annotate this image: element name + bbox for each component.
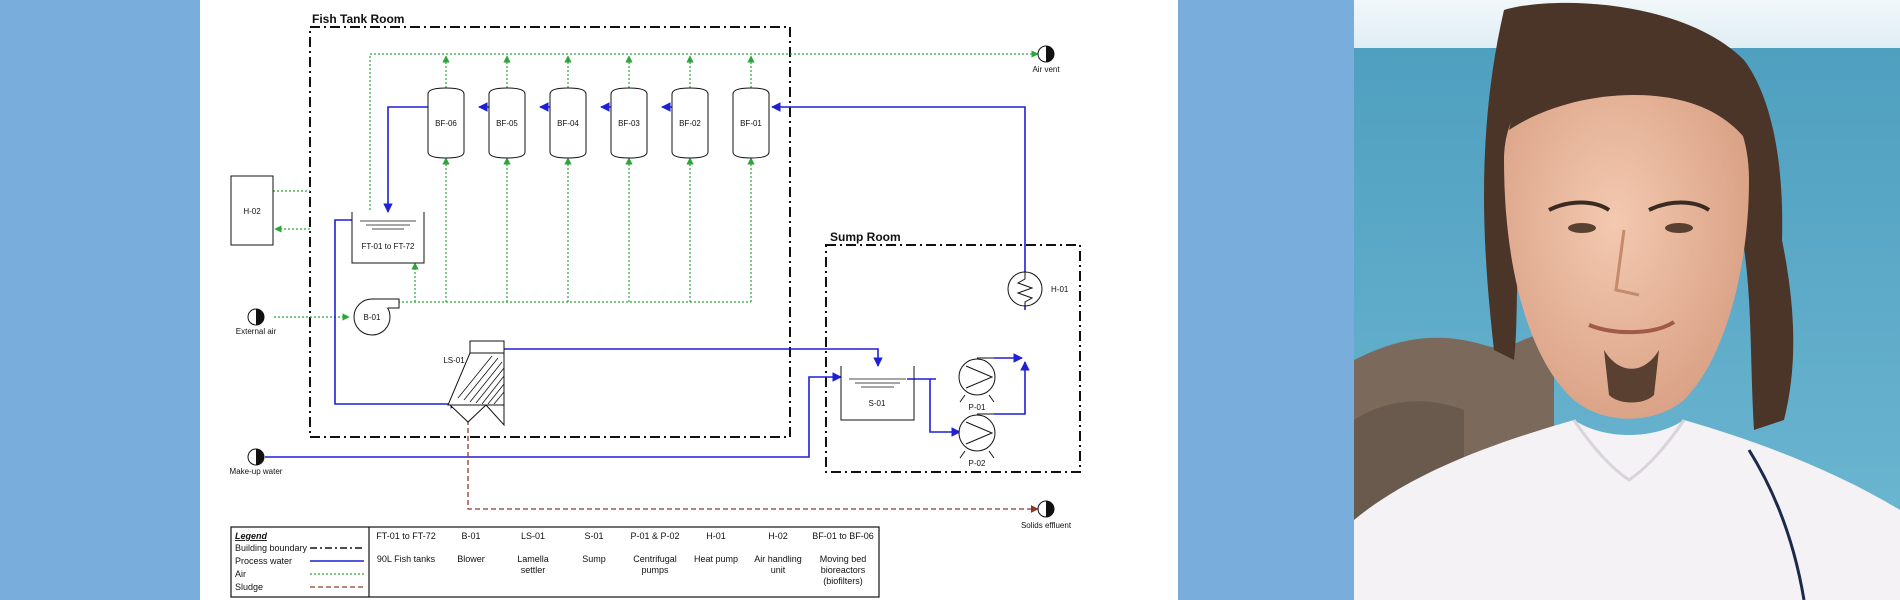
svg-text:H-01: H-01 — [1051, 285, 1069, 294]
svg-text:BF-03: BF-03 — [618, 119, 640, 128]
svg-text:(biofilters): (biofilters) — [823, 576, 863, 586]
legend-column: P-01 & P-02 Centrifugal pumps — [630, 531, 679, 575]
legend-line-label: Building boundary — [235, 543, 308, 553]
pump-p02: P-02 — [958, 413, 996, 468]
svg-text:Blower: Blower — [457, 554, 485, 564]
svg-text:Lamella: Lamella — [517, 554, 549, 564]
svg-text:pumps: pumps — [641, 565, 669, 575]
svg-text:P-01: P-01 — [969, 403, 986, 412]
svg-text:External air: External air — [236, 327, 277, 336]
biofilter-bf03: BF-03 — [610, 87, 648, 159]
legend-title: Legend — [235, 531, 268, 541]
fish-tank-room-boundary — [309, 26, 791, 438]
blower-b01: B-01 — [353, 298, 400, 336]
svg-text:BF-02: BF-02 — [679, 119, 701, 128]
svg-text:BF-01: BF-01 — [740, 119, 762, 128]
svg-text:Air handling: Air handling — [754, 554, 802, 564]
air-vent-endpoint: Air vent — [1032, 45, 1060, 74]
legend-line-label: Process water — [235, 556, 292, 566]
sump-room-boundary — [825, 244, 1081, 473]
legend-column: BF-01 to BF-06 Moving bed bioreactors (b… — [812, 531, 874, 586]
portrait-photo — [1354, 0, 1900, 600]
svg-text:90L Fish tanks: 90L Fish tanks — [377, 554, 436, 564]
legend-column: H-02 Air handling unit — [754, 531, 802, 575]
svg-text:FT-01 to FT-72: FT-01 to FT-72 — [362, 242, 415, 251]
svg-text:P-02: P-02 — [969, 459, 986, 468]
svg-text:Solids effluent: Solids effluent — [1021, 521, 1072, 530]
biofilter-bf04: BF-04 — [549, 87, 587, 159]
fish-tanks: FT-01 to FT-72 — [351, 212, 425, 264]
svg-text:B-01: B-01 — [364, 313, 381, 322]
svg-text:BF-05: BF-05 — [496, 119, 518, 128]
legend-line-label: Sludge — [235, 582, 263, 592]
svg-text:bioreactors: bioreactors — [821, 565, 866, 575]
legend-column: H-01 Heat pump — [694, 531, 738, 564]
svg-text:S-01: S-01 — [869, 399, 886, 408]
svg-text:BF-04: BF-04 — [557, 119, 579, 128]
makeup-water-endpoint: Make-up water — [230, 448, 283, 476]
air-handling-unit-h02: H-02 — [230, 175, 274, 246]
biofilter-bf01: BF-01 — [732, 87, 770, 159]
svg-text:BF-01 to BF-06: BF-01 to BF-06 — [812, 531, 874, 541]
svg-text:settler: settler — [521, 565, 546, 575]
legend-column: S-01 Sump — [582, 531, 606, 564]
process-flow-diagram: Fish Tank Room Sump Room — [200, 0, 1178, 600]
legend-column: B-01 Blower — [457, 531, 485, 564]
sump-room-label: Sump Room — [830, 230, 901, 244]
biofilter-bf02: BF-02 — [671, 87, 709, 159]
svg-text:H-02: H-02 — [768, 531, 788, 541]
svg-text:Make-up water: Make-up water — [230, 467, 283, 476]
legend: Legend Building boundary Process water A… — [230, 526, 880, 598]
svg-text:P-01 & P-02: P-01 & P-02 — [630, 531, 679, 541]
svg-text:H-02: H-02 — [243, 207, 261, 216]
sludge-line — [467, 420, 1039, 513]
svg-text:Centrifugal: Centrifugal — [633, 554, 677, 564]
heat-pump-h01: H-01 — [1007, 271, 1069, 307]
legend-line-label: Air — [235, 569, 246, 579]
lamella-settler-ls01: LS-01 — [443, 340, 505, 427]
svg-text:FT-01 to FT-72: FT-01 to FT-72 — [376, 531, 436, 541]
pump-p01: P-01 — [958, 357, 996, 412]
svg-text:unit: unit — [771, 565, 786, 575]
biofilter-bf05: BF-05 — [488, 87, 526, 159]
svg-text:LS-01: LS-01 — [443, 356, 465, 365]
fish-tank-room-label: Fish Tank Room — [312, 12, 404, 26]
svg-text:H-01: H-01 — [706, 531, 726, 541]
air-lines — [273, 50, 1039, 321]
svg-text:Moving bed: Moving bed — [820, 554, 867, 564]
svg-text:Sump: Sump — [582, 554, 606, 564]
svg-text:B-01: B-01 — [461, 531, 480, 541]
svg-text:S-01: S-01 — [584, 531, 603, 541]
solids-effluent-endpoint: Solids effluent — [1021, 500, 1072, 530]
legend-column: FT-01 to FT-72 90L Fish tanks — [376, 531, 436, 564]
biofilter-bf06: BF-06 — [427, 87, 465, 159]
external-air-endpoint: External air — [236, 308, 277, 336]
svg-text:BF-06: BF-06 — [435, 119, 457, 128]
svg-text:LS-01: LS-01 — [521, 531, 545, 541]
legend-column: LS-01 Lamella settler — [517, 531, 549, 575]
svg-text:Heat pump: Heat pump — [694, 554, 738, 564]
sump-s01: S-01 — [840, 366, 915, 421]
svg-text:Air vent: Air vent — [1032, 65, 1060, 74]
process-water-lines — [265, 102, 1030, 458]
